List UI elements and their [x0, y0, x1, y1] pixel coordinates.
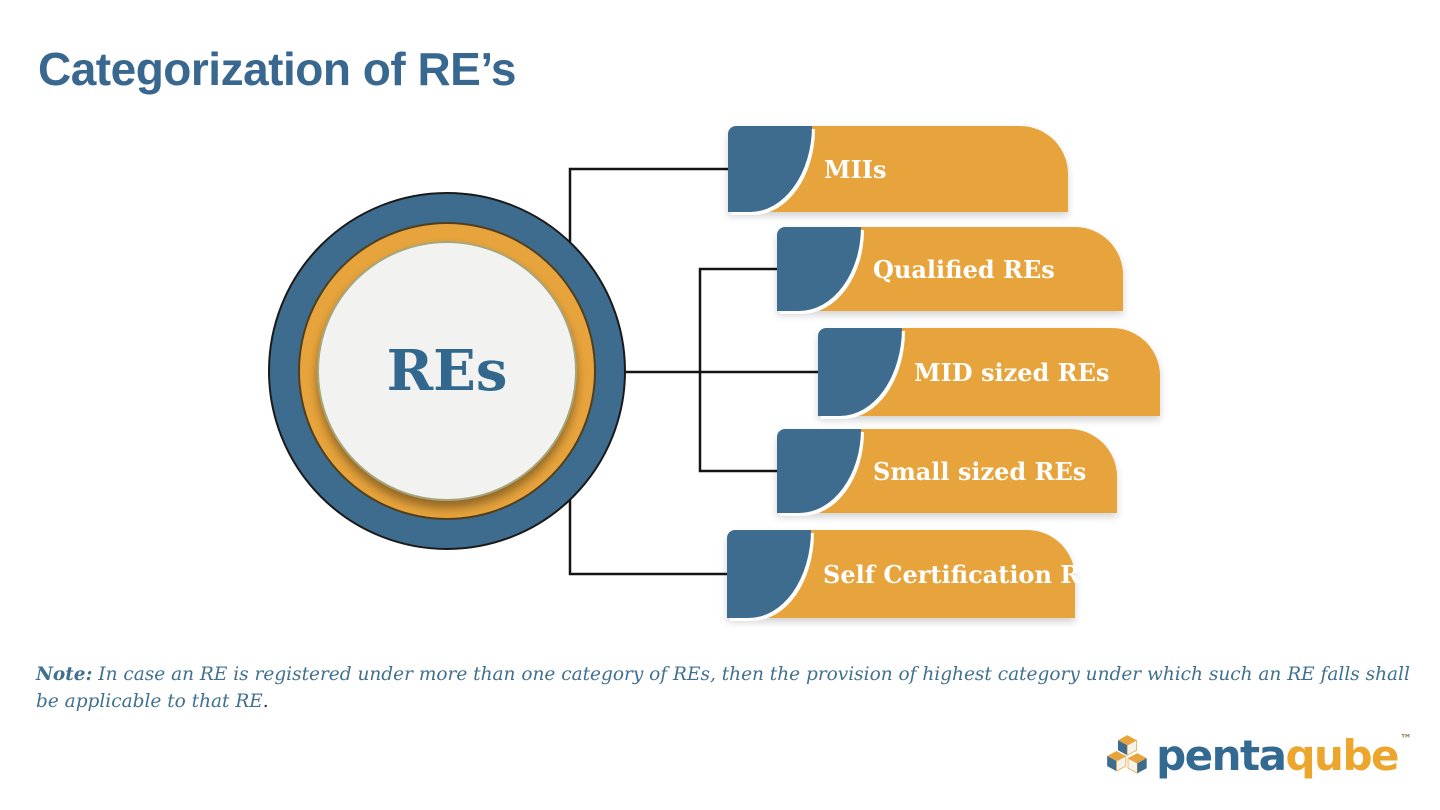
central-circle-label: REs — [386, 338, 508, 404]
category-box-small-sized-res: Small sized REs — [777, 429, 1117, 513]
category-label: MIIs — [824, 154, 887, 184]
quarter-circle-decoration — [777, 227, 861, 311]
note-body: In case an RE is registered under more t… — [36, 664, 1410, 712]
logo-word-qube: qube — [1285, 731, 1399, 780]
connector-branch-inner — [698, 267, 779, 473]
category-box-qualified-res: Qualified REs — [777, 227, 1123, 311]
category-label: Self Certification REs — [823, 559, 1112, 589]
central-circle: REs — [268, 192, 626, 550]
note-label: Note: — [36, 664, 93, 685]
quarter-circle-decoration — [728, 126, 812, 212]
category-label: Qualified REs — [873, 254, 1055, 284]
logo-word-penta: penta — [1156, 731, 1287, 780]
stacked-cubes-icon — [1107, 735, 1147, 774]
category-label: Small sized REs — [873, 456, 1087, 486]
central-circle-orange-ring: REs — [298, 222, 596, 520]
category-box-self-certification-res: Self Certification REs — [727, 530, 1112, 618]
page-title: Categorization of RE’s — [38, 43, 517, 95]
trademark-symbol: ™ — [1400, 732, 1412, 746]
quarter-circle-decoration — [818, 328, 902, 416]
category-box-miis: MIIs — [728, 126, 1068, 212]
category-box-mid-sized-res: MID sized REs — [818, 328, 1160, 416]
quarter-circle-decoration — [727, 530, 811, 618]
category-label: MID sized REs — [914, 357, 1110, 387]
central-circle-inner: REs — [317, 241, 577, 501]
quarter-circle-decoration — [777, 429, 861, 513]
note: Note: In case an RE is registered under … — [36, 662, 1428, 716]
note-period: . — [262, 690, 269, 712]
